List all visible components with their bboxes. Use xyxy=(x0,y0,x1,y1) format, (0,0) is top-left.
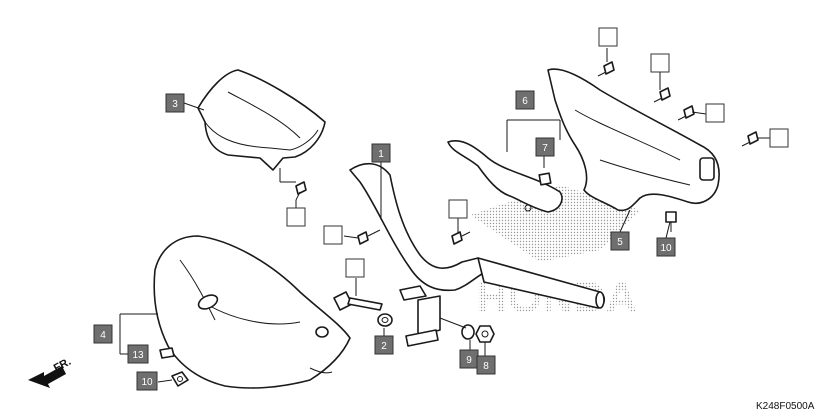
rear-screw-1 xyxy=(597,61,615,77)
empty-callout-6 xyxy=(650,53,670,73)
svg-text:9: 9 xyxy=(466,355,472,366)
callout-8: 8 xyxy=(476,355,496,375)
front-direction-arrow: FR. xyxy=(28,356,73,388)
rear-cover-part xyxy=(547,68,720,212)
svg-text:2: 2 xyxy=(381,341,387,352)
empty-callout-7 xyxy=(705,103,725,123)
svg-text:5: 5 xyxy=(617,237,623,248)
callout-4: 4 xyxy=(93,324,113,344)
svg-text:10: 10 xyxy=(141,377,153,388)
rear-screw-2 xyxy=(653,87,671,103)
upper-cover-part xyxy=(197,69,326,171)
empty-callout-8 xyxy=(769,128,789,148)
clip-part xyxy=(159,347,175,359)
empty-callout-2 xyxy=(323,225,343,245)
part10-upper-bolt xyxy=(665,211,677,232)
front-cover-part xyxy=(153,235,351,389)
rear-screw-4 xyxy=(741,131,759,147)
washer-part xyxy=(377,313,393,327)
handlebar-screw xyxy=(357,229,381,245)
empty-callout-4 xyxy=(448,199,468,219)
callout-10-upper: 10 xyxy=(656,237,676,257)
nut-part xyxy=(475,325,495,343)
callout-5: 5 xyxy=(610,231,630,251)
front-bolt xyxy=(171,371,189,387)
svg-text:4: 4 xyxy=(100,330,106,341)
bracket-part xyxy=(447,140,563,213)
svg-text:1: 1 xyxy=(378,149,384,160)
callout-10-lower: 10 xyxy=(136,371,158,391)
bracket-screw xyxy=(451,231,471,245)
svg-text:7: 7 xyxy=(542,143,548,154)
callout-6: 6 xyxy=(515,90,535,110)
collar-part xyxy=(461,324,475,340)
svg-text:13: 13 xyxy=(132,350,144,361)
empty-callout-1 xyxy=(286,207,306,227)
lead-lines xyxy=(119,48,774,383)
svg-text:3: 3 xyxy=(172,99,178,110)
svg-text:6: 6 xyxy=(522,96,528,107)
empty-callout-3 xyxy=(345,258,365,278)
handlebar-part xyxy=(349,162,606,347)
empty-callout-5 xyxy=(598,27,618,47)
svg-text:10: 10 xyxy=(660,243,672,254)
callout-2: 2 xyxy=(374,335,394,355)
cover-screw xyxy=(279,168,307,201)
rear-screw-3 xyxy=(677,105,695,121)
callout-3: 3 xyxy=(165,93,185,113)
handlebar-bolt xyxy=(333,291,383,311)
callout-13: 13 xyxy=(127,344,149,364)
callout-7: 7 xyxy=(535,137,555,157)
callout-9: 9 xyxy=(459,349,479,369)
direction-label: FR. xyxy=(52,356,73,375)
reference-code: K248F0500A xyxy=(756,401,815,412)
svg-text:8: 8 xyxy=(483,361,489,372)
callout-1: 1 xyxy=(371,143,391,163)
